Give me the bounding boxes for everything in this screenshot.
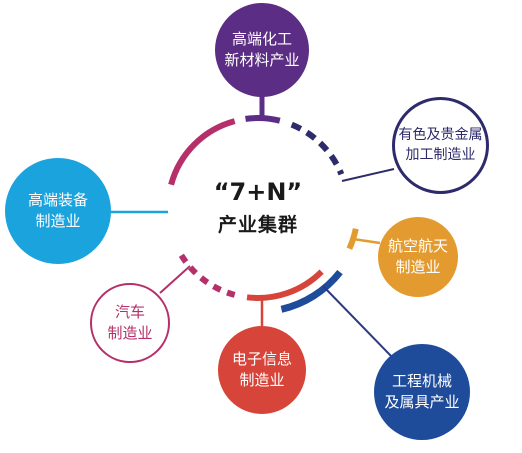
- arc-bottom-electronics: [246, 269, 324, 301]
- node-high-end-equipment: 高端装备 制造业: [5, 158, 111, 264]
- node-label: 加工制造业: [405, 146, 476, 163]
- node-label: 新材料产业: [224, 51, 300, 69]
- node-label: 有色及贵金属: [398, 126, 483, 143]
- link-aerospace: [352, 237, 381, 245]
- node-label: 制造业: [239, 371, 285, 389]
- node-label: 汽车: [114, 303, 145, 321]
- node-label: 高端化工: [231, 30, 292, 48]
- node-nonferrous-metals: 有色及贵金属 加工制造业: [392, 97, 489, 194]
- center-title: “7+N”: [213, 178, 303, 206]
- node-label: 航空航天: [387, 237, 448, 255]
- link-metals: [341, 168, 395, 182]
- node-label: 制造业: [35, 212, 81, 230]
- link-auto: [159, 265, 191, 294]
- link-machinery: [322, 285, 393, 358]
- node-label: 制造业: [395, 258, 441, 276]
- node-label: 及属具产业: [384, 393, 460, 411]
- node-label: 工程机械: [391, 372, 452, 390]
- arc-lower-left-auto: [175, 248, 236, 298]
- arc-upper-left: [168, 118, 236, 186]
- arc-upper-right-metals: [290, 121, 345, 176]
- node-electronics: 电子信息 制造业: [218, 326, 306, 414]
- center-subtitle: 产业集群: [217, 214, 298, 236]
- node-label: 电子信息: [231, 350, 292, 368]
- node-label: 高端装备: [27, 191, 88, 209]
- node-aerospace: 航空航天 制造业: [378, 217, 458, 297]
- node-label: 制造业: [107, 324, 153, 342]
- arc-bottom-right-machinery: [280, 269, 343, 313]
- node-construction-machinery: 工程机械 及属具产业: [374, 344, 470, 440]
- node-chemical-materials: 高端化工 新材料产业: [215, 3, 309, 97]
- node-automotive: 汽车 制造业: [90, 283, 170, 363]
